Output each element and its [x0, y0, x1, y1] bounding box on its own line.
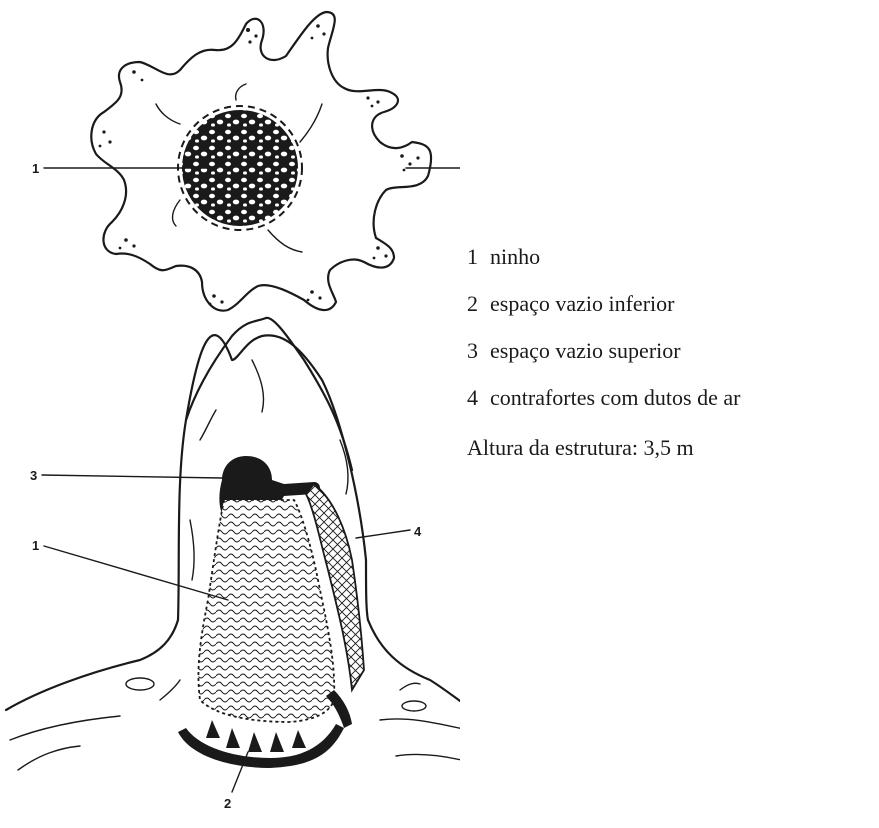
- nest-chamber: [198, 500, 334, 722]
- legend-text: ninho: [490, 244, 540, 269]
- legend-text: espaço vazio inferior: [490, 291, 674, 316]
- callout-line-4-section: [356, 530, 410, 538]
- top-label-1: 1: [32, 161, 39, 176]
- structure-height-caption: Altura da estrutura: 3,5 m: [467, 435, 694, 461]
- legend-number: 4: [467, 384, 490, 412]
- top-view: 1 4: [32, 12, 460, 311]
- legend-number: 3: [467, 337, 490, 365]
- legend-number: 1: [467, 243, 490, 271]
- legend-number: 2: [467, 290, 490, 318]
- section-label-4: 4: [414, 524, 422, 539]
- section-label-3: 3: [30, 468, 37, 483]
- callout-line-3: [42, 475, 222, 478]
- legend-text: espaço vazio superior: [490, 338, 681, 363]
- callout-line-1-section: [44, 546, 228, 600]
- section-view: 3 4 1 2: [6, 318, 460, 811]
- section-label-2: 2: [224, 796, 231, 811]
- termite-mound-figure: 1 4: [0, 0, 460, 828]
- legend-text: contrafortes com dutos de ar: [490, 385, 740, 410]
- lower-void: [206, 720, 306, 752]
- section-label-1: 1: [32, 538, 39, 553]
